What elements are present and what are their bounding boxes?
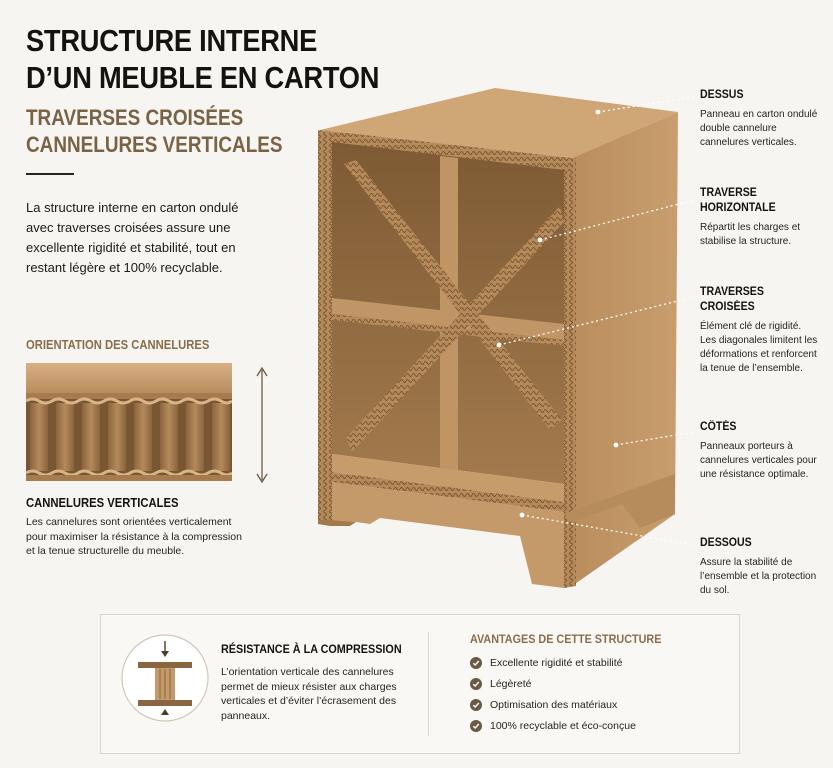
- callout-cotes-title: CÔTÉS: [700, 421, 737, 433]
- arrow-down-icon: [161, 641, 169, 657]
- check-icon: [470, 677, 482, 690]
- page-subtitle-line2: CANNELURES VERTICALES: [26, 132, 283, 157]
- vertical-flutes-heading: CANNELURES VERTICALES: [26, 496, 179, 510]
- advantage-label: Optimisation des matériaux: [490, 698, 618, 711]
- vertical-flutes-text: Les cannelures sont orientées verticalem…: [26, 516, 242, 557]
- check-icon: [470, 698, 482, 711]
- check-icon: [470, 719, 482, 732]
- top-panel: [320, 88, 678, 158]
- compression-title: RÉSISTANCE À LA COMPRESSION: [221, 642, 402, 656]
- check-icon: [470, 656, 482, 669]
- callout-traverses-croisees: TRAVERSES CROISÉES Élément clé de rigidi…: [700, 285, 820, 376]
- callout-dessus: DESSUS Panneau en carton ondulé double c…: [700, 88, 820, 150]
- callout-dessous-text: Assure la stabilité de l’ensemble et la …: [700, 557, 817, 596]
- page-title-line1: STRUCTURE INTERNE: [26, 23, 318, 58]
- callout-traverse-title-line2: HORIZONTALE: [700, 202, 776, 214]
- callout-traverse-horizontale: TRAVERSE HORIZONTALE Répartit les charge…: [700, 186, 820, 249]
- callout-croisees-text: Élément clé de rigidité. Les diagonales …: [700, 321, 818, 374]
- callout-dessous-title: DESSOUS: [700, 537, 752, 549]
- page-title-line2: D’UN MEUBLE EN CARTON: [26, 60, 380, 95]
- title-divider: [26, 173, 74, 175]
- page-subtitle-line1: TRAVERSES CROISÉES: [26, 105, 244, 130]
- intro-text: La structure interne en carton ondulé av…: [26, 200, 239, 275]
- list-item: Excellente rigidité et stabilité: [470, 652, 720, 673]
- advantage-label: Légèreté: [490, 677, 532, 690]
- compression-icon: [121, 634, 209, 722]
- advantages-title: AVANTAGES DE CETTE STRUCTURE: [470, 632, 662, 646]
- orientation-heading: ORIENTATION DES CANNELURES: [26, 338, 210, 352]
- list-item: 100% recyclable et éco-conçue: [470, 715, 720, 736]
- callout-cotes-text: Panneaux porteurs à cannelures verticale…: [700, 441, 817, 480]
- page-subtitle: TRAVERSES CROISÉES CANNELURES VERTICALES: [26, 104, 284, 158]
- compression-text: L’orientation verticale des cannelures p…: [221, 666, 397, 722]
- side-panel: [572, 112, 678, 586]
- callout-dessous: DESSOUS Assure la stabilité de l’ensembl…: [700, 536, 820, 598]
- info-divider: [428, 632, 429, 736]
- page-title: STRUCTURE INTERNE D’UN MEUBLE EN CARTON: [26, 22, 380, 96]
- callout-croisees-title-line1: TRAVERSES: [700, 286, 764, 298]
- callout-traverse-title-line1: TRAVERSE: [700, 187, 757, 199]
- list-item: Légèreté: [470, 673, 720, 694]
- callout-cotes: CÔTÉS Panneaux porteurs à cannelures ver…: [700, 420, 820, 482]
- callout-traverse-text: Répartit les charges et stabilise la str…: [700, 222, 801, 247]
- list-item: Optimisation des matériaux: [470, 694, 720, 715]
- advantage-label: 100% recyclable et éco-conçue: [490, 719, 636, 732]
- advantages-list: Excellente rigidité et stabilité Légèret…: [470, 652, 720, 736]
- callout-dessus-title: DESSUS: [700, 89, 744, 101]
- callout-dessus-text: Panneau en carton ondulé double cannelur…: [700, 109, 818, 148]
- arrow-up-icon: [161, 709, 169, 715]
- cardboard-cabinet-illustration: [318, 88, 678, 588]
- flute-cross-section-image: [26, 363, 232, 481]
- advantage-label: Excellente rigidité et stabilité: [490, 656, 623, 669]
- double-arrow-icon: [256, 366, 268, 484]
- callout-croisees-title-line2: CROISÉES: [700, 301, 755, 313]
